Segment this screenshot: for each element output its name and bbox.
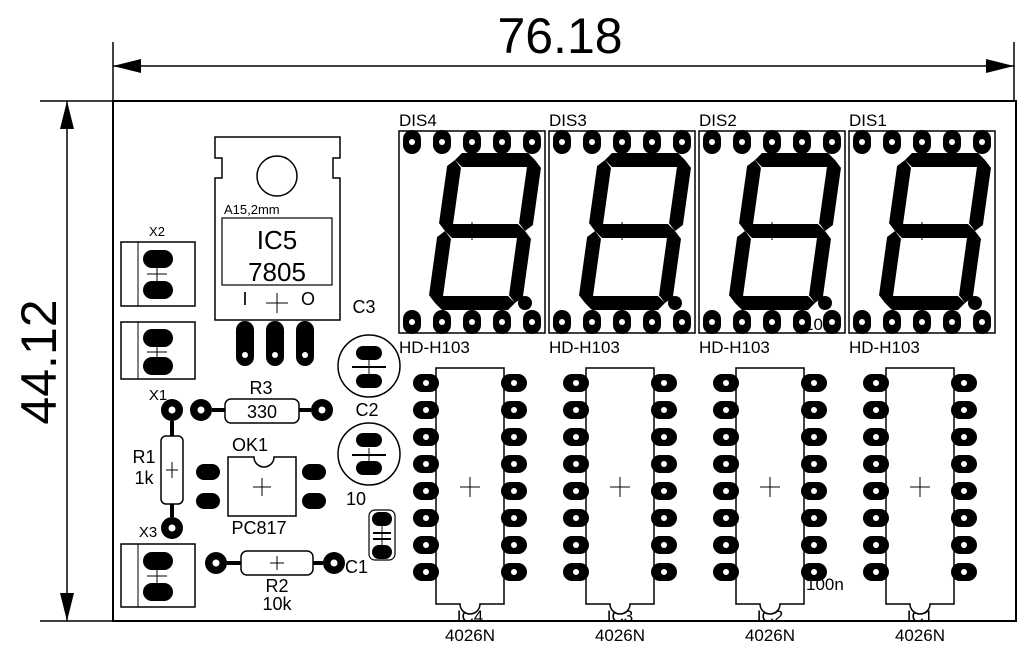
display-segment — [519, 160, 541, 231]
resistor-r1-value: 1k — [134, 468, 154, 488]
regulator-ic5: A15,2mm IC5 7805 I O — [214, 136, 341, 366]
display-segment — [429, 231, 451, 303]
display-label: DIS3 — [549, 111, 587, 130]
display-segment — [739, 160, 761, 231]
capacitor-c2-ref: C2 — [355, 400, 378, 420]
counter-value: 4026N — [745, 626, 795, 645]
display-segment — [509, 231, 531, 303]
display-segment — [755, 153, 835, 167]
seven-segment-display — [698, 130, 846, 334]
resistor-r2: R2 10k — [205, 550, 345, 614]
terminal-x2: X2 — [120, 224, 196, 307]
display-segment — [809, 231, 831, 303]
counter-value: 4026N — [595, 626, 645, 645]
dip16-counter — [563, 367, 677, 615]
display-type: HD-H103 — [849, 338, 920, 357]
display-type: HD-H103 — [699, 338, 770, 357]
display-segment — [819, 160, 841, 231]
dip16-counter — [413, 367, 527, 615]
optocoupler-ok1: OK1 PC817 — [196, 435, 326, 538]
capacitor-c3: C3 — [337, 297, 401, 398]
display-segment — [889, 160, 911, 231]
width-value: 76.18 — [497, 8, 622, 64]
display-segment — [589, 160, 611, 231]
height-value: 44.12 — [11, 299, 67, 424]
display-segment — [729, 231, 751, 303]
resistor-r1: R1 1k — [132, 399, 184, 539]
display-label: DIS4 — [399, 111, 437, 130]
resistor-r3-value: 330 — [247, 402, 277, 422]
regulator-heatsink-note: A15,2mm — [224, 202, 280, 217]
regulator-pad — [266, 321, 284, 366]
optocoupler-value: PC817 — [231, 518, 286, 538]
regulator-pad — [296, 321, 314, 366]
display-segment — [659, 231, 681, 303]
regulator-pin-in: I — [242, 289, 247, 309]
display-segment — [895, 224, 975, 238]
seven-segment-display — [398, 130, 546, 334]
display-segment — [745, 224, 825, 238]
display-decimal-point — [518, 296, 532, 310]
width-dimension: 76.18 — [112, 8, 1015, 101]
display-segment — [445, 224, 525, 238]
display-segment — [595, 224, 675, 238]
display-decimal-point — [818, 296, 832, 310]
display-label: DIS2 — [699, 111, 737, 130]
resistor-r2-ref: R2 — [265, 576, 288, 596]
dip16-counter — [863, 367, 977, 615]
regulator-pin-out: O — [301, 289, 315, 309]
display-segment — [579, 231, 601, 303]
counter-value: 4026N — [445, 626, 495, 645]
regulator-ref: IC5 — [257, 225, 297, 255]
resistor-r2-value: 10k — [262, 594, 292, 614]
seven-segment-display — [848, 130, 996, 334]
regulator-pad — [236, 321, 254, 366]
display-segment — [435, 296, 515, 310]
terminal-x3-label: X3 — [139, 524, 157, 541]
displays-group — [398, 130, 996, 334]
board-outline — [112, 100, 1017, 622]
capacitor-c1-ref: C1 — [345, 557, 368, 577]
resistor-r3: R3 330 — [190, 378, 333, 424]
display-decimal-point — [668, 296, 682, 310]
seven-segment-display — [548, 130, 696, 334]
display-type: HD-H103 — [399, 338, 470, 357]
display-segment — [879, 231, 901, 303]
capacitor-c3-ref: C3 — [352, 297, 375, 317]
dip16-counter — [713, 367, 827, 615]
display-segment — [905, 153, 985, 167]
counters-group — [413, 367, 977, 615]
display-segment — [585, 296, 665, 310]
height-dimension: 44.12 — [11, 100, 113, 622]
display-type: HD-H103 — [549, 338, 620, 357]
display-segment — [969, 160, 991, 231]
display-segment — [669, 160, 691, 231]
counter-value: 4026N — [895, 626, 945, 645]
resistor-r1-ref: R1 — [132, 447, 155, 467]
terminal-x3: X3 — [120, 524, 196, 608]
optocoupler-ref: OK1 — [232, 435, 268, 455]
display-segment — [439, 160, 461, 231]
display-segment — [735, 296, 815, 310]
terminal-x2-label: X2 — [149, 224, 165, 239]
display-segment — [959, 231, 981, 303]
display-segment — [605, 153, 685, 167]
display-label: DIS1 — [849, 111, 887, 130]
display-segment — [885, 296, 965, 310]
capacitor-c2-value: 10 — [346, 489, 366, 509]
capacitor-c2: C2 10 — [337, 400, 401, 509]
terminal-x2b — [120, 321, 196, 380]
regulator-value: 7805 — [248, 257, 306, 287]
terminal-x1-label: X1 — [149, 387, 167, 404]
resistor-r3-ref: R3 — [249, 378, 272, 398]
display-segment — [455, 153, 535, 167]
capacitor-c1: C1 — [345, 509, 396, 577]
display-decimal-point — [968, 296, 982, 310]
